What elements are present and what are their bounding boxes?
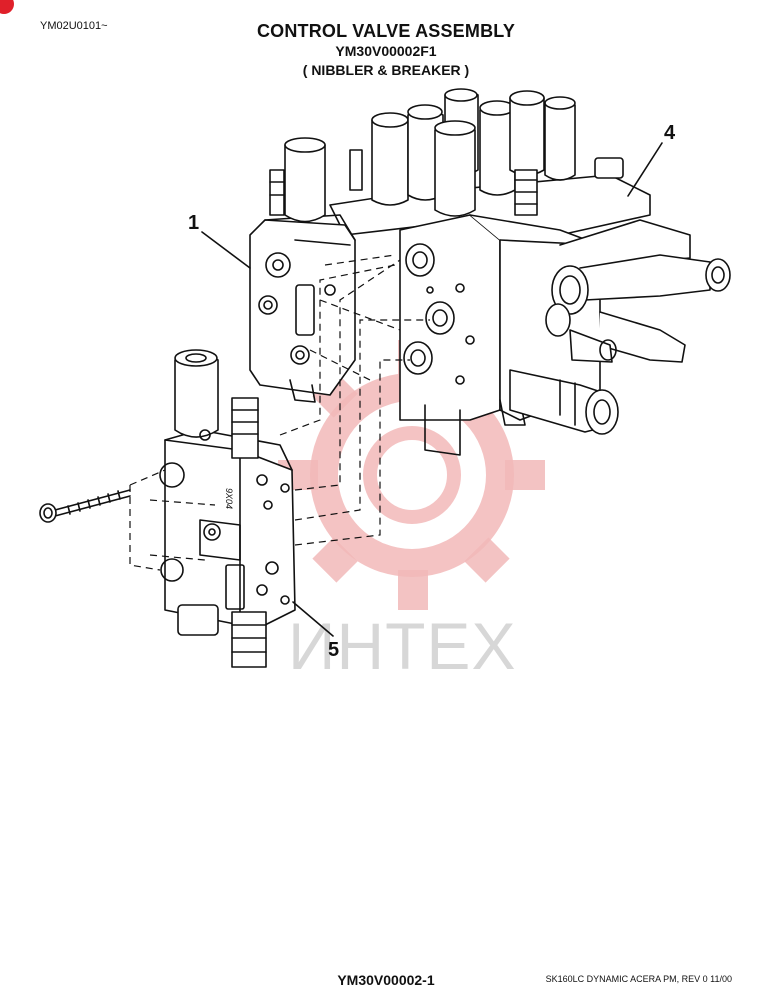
leader-line-4 (627, 142, 663, 197)
valve-block-1 (249, 137, 356, 403)
page-title: CONTROL VALVE ASSEMBLY (256, 21, 516, 41)
drawing-number: YM30V00002-1 (337, 972, 435, 988)
corner-mark-icon (0, 0, 14, 14)
leader-line-5 (292, 601, 334, 637)
manual-reference: SK160LC DYNAMIC ACERA PM, REV 0 11/00 (545, 974, 732, 984)
title-block: CONTROL VALVE ASSEMBLY YM30V00002F1 ( NI… (0, 20, 772, 80)
watermark-text: ИНТЕХ (288, 609, 517, 683)
part-marking: 9X04 (224, 488, 234, 510)
main-solenoids (349, 88, 624, 217)
main-valve-body (329, 174, 651, 456)
callout-1: 1 (188, 212, 200, 234)
variant-label: ( NIBBLER & BREAKER ) (302, 62, 470, 78)
callout-5: 5 (328, 639, 340, 661)
assembly-lines (129, 254, 430, 571)
right-fittings (509, 219, 731, 435)
doc-code: YM02U0101~ (40, 20, 108, 32)
leader-line-1 (201, 231, 251, 269)
valve-block-5 (39, 349, 296, 668)
part-number: YM30V00002F1 (335, 43, 437, 59)
callout-4: 4 (664, 122, 676, 144)
